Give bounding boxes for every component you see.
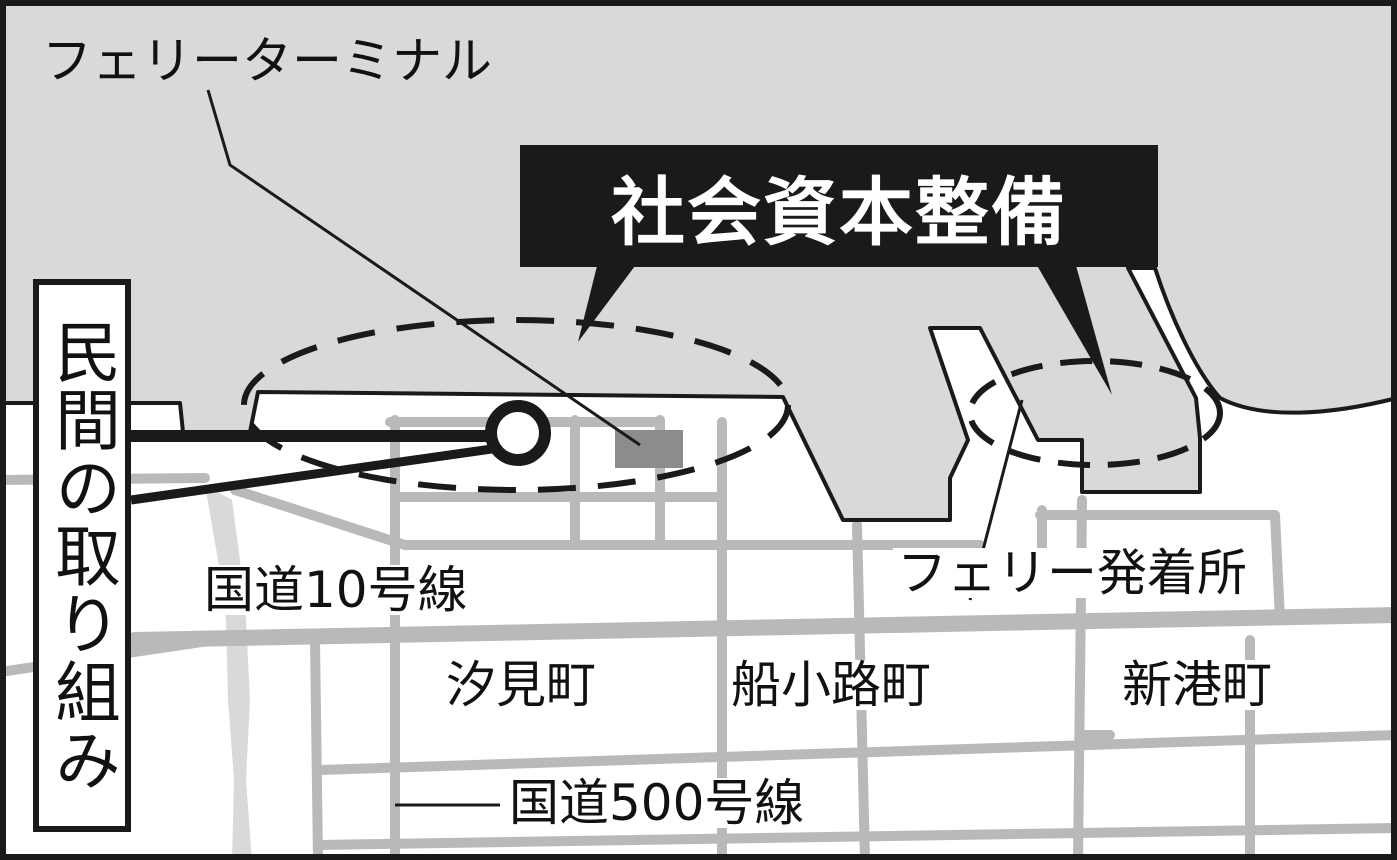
infrastructure-title: 社会資本整備 (520, 145, 1158, 267)
private-initiative-pointer-diagonal (130, 440, 521, 505)
callout-tail-west (578, 262, 638, 342)
infrastructure-area-east (967, 358, 1223, 468)
district-shinminato-label: 新港町 (1118, 660, 1276, 710)
route500-label: 国道500号線 (505, 778, 809, 828)
district-shiomi-label: 汐見町 (442, 660, 600, 710)
ferry-pier-label: フェリー発着所 (893, 548, 1251, 598)
private-initiative-pointer (131, 430, 495, 442)
private-initiative-label: 民間の取り組み (44, 317, 121, 794)
coastline (0, 266, 1397, 522)
private-initiative-box: 民間の取り組み (33, 279, 131, 832)
district-funakoji-label: 船小路町 (727, 660, 935, 710)
callout-tail-east (1035, 262, 1112, 395)
infrastructure-area-west (241, 317, 791, 493)
private-initiative-marker (485, 400, 551, 466)
route10-label: 国道10号線 (200, 565, 472, 615)
ferry-terminal-label: フェリーターミナル (42, 32, 492, 90)
